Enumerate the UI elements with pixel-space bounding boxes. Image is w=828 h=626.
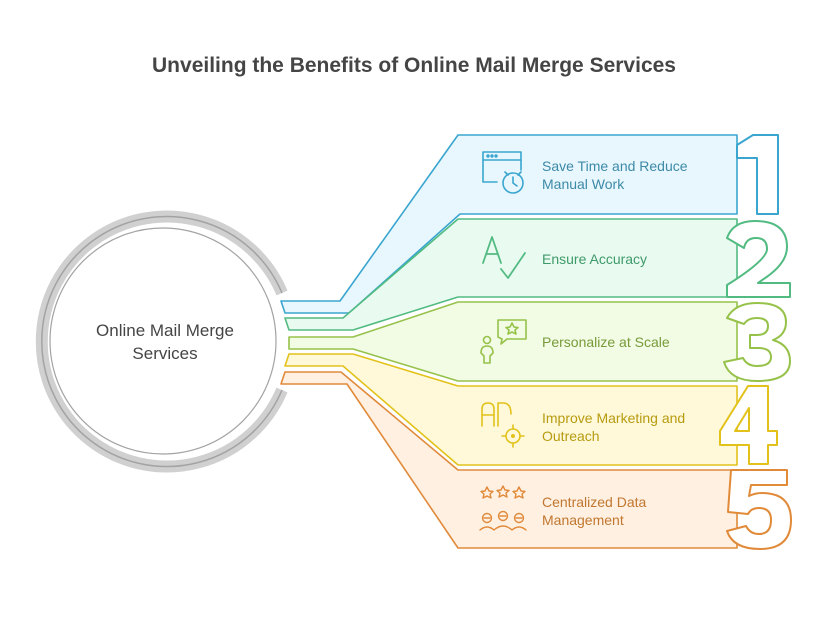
stars-people-icon [479, 485, 527, 531]
person-star-icon [480, 319, 527, 364]
item-5-line2: Management [542, 512, 624, 528]
item-1-line1: Save Time and Reduce [542, 158, 688, 174]
band-3 [288, 301, 791, 382]
item-label-4: Improve Marketing and Outreach [542, 409, 727, 445]
item-label-2: Ensure Accuracy [542, 250, 727, 268]
band-1 [280, 134, 779, 314]
number-1-outline [736, 134, 779, 215]
item-label-5: Centralized Data Management [542, 493, 727, 529]
hub-circle [35, 210, 288, 473]
band-5 [280, 371, 792, 550]
item-1-line2: Manual Work [542, 176, 625, 192]
band-4 [284, 353, 778, 466]
item-label-3: Personalize at Scale [542, 333, 727, 351]
item-4-line2: Outreach [542, 428, 600, 444]
hub-label-line2: Services [132, 344, 198, 363]
page-title: Unveiling the Benefits of Online Mail Me… [152, 54, 676, 77]
number-4-outline [719, 385, 778, 465]
item-4-line1: Improve Marketing and [542, 410, 686, 426]
item-5-line1: Centralized Data [542, 494, 647, 510]
spellcheck-icon [482, 236, 526, 279]
hub-label: Online Mail Merge Services [60, 319, 270, 365]
item-3-line1: Personalize at Scale [542, 334, 670, 350]
number-2-outline [726, 220, 791, 298]
browser-clock-icon [482, 151, 524, 194]
number-3-outline [723, 302, 791, 382]
ad-target-icon [481, 402, 525, 448]
hub-label-line1: Online Mail Merge [96, 321, 234, 340]
item-2-line1: Ensure Accuracy [542, 251, 648, 267]
band-2 [284, 218, 791, 331]
item-label-1: Save Time and Reduce Manual Work [542, 157, 727, 193]
number-5-outline [726, 469, 792, 550]
